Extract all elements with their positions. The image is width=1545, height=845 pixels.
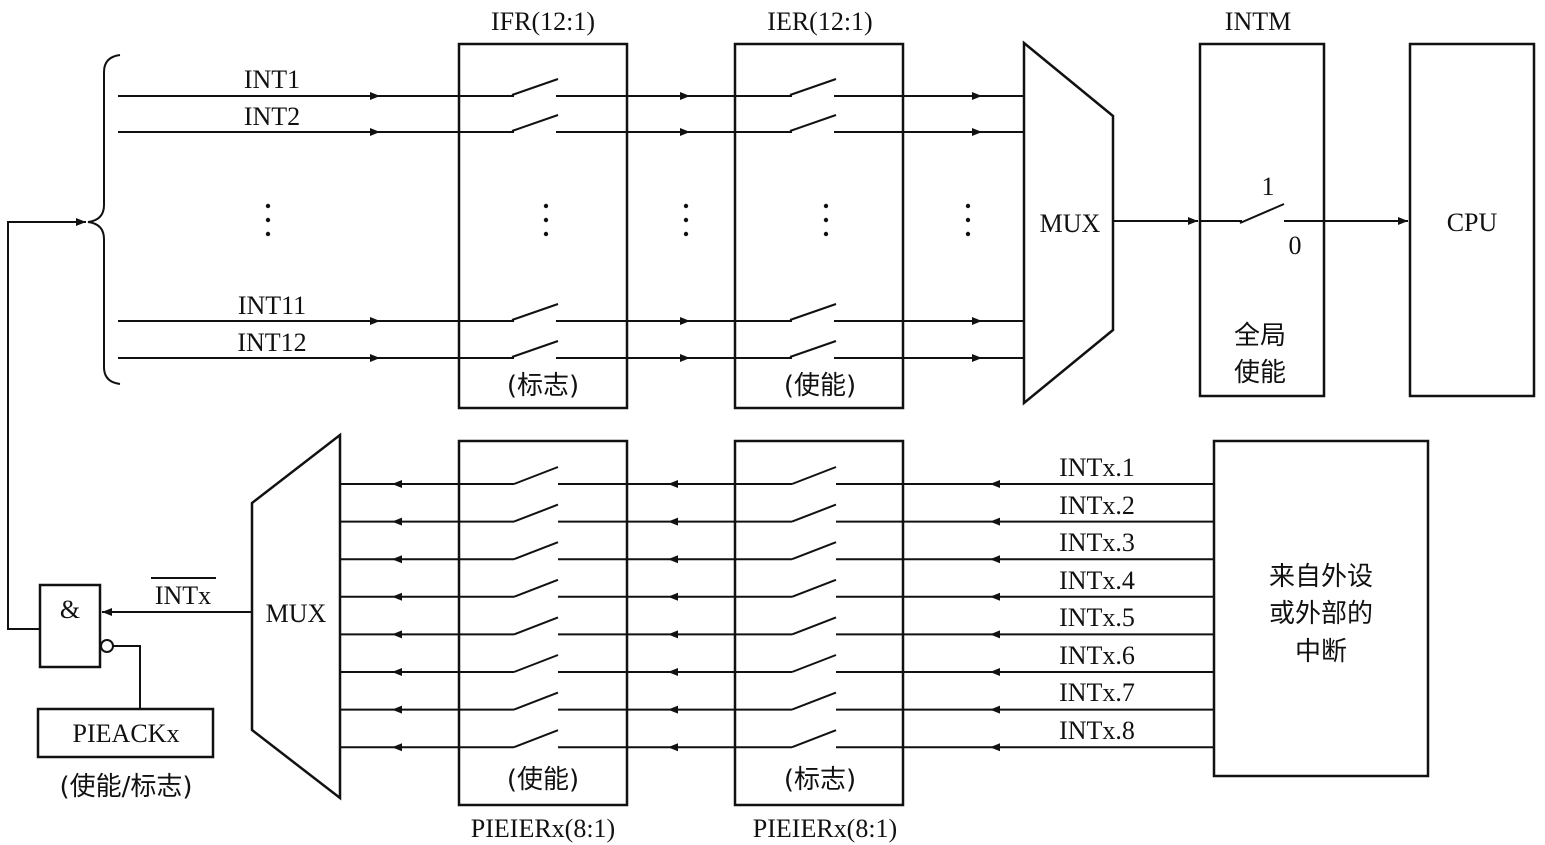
- bottom-mux-label: MUX: [266, 599, 327, 628]
- label-intx-5: INTx.5: [1059, 603, 1135, 632]
- dot-2-1: [543, 203, 549, 209]
- label-intx-1: INTx.1: [1059, 453, 1135, 482]
- bottom-row-6-flag-switch: [791, 654, 837, 673]
- ier-register: [733, 42, 905, 410]
- intm-title: INTM: [1225, 7, 1291, 36]
- label-int12: INT12: [237, 328, 306, 357]
- dot-4-2: [823, 217, 829, 223]
- bottom-mux: [250, 432, 342, 801]
- bottom-row-2-flag-switch: [791, 503, 837, 523]
- pie-enable-caption: (使能): [507, 765, 579, 795]
- intm-zero: 0: [1289, 231, 1302, 260]
- dot-2-3: [543, 231, 549, 237]
- source-line2: 或外部的: [1269, 599, 1373, 629]
- intx-bar-label: INTx: [155, 581, 211, 610]
- dot-1-3: [265, 231, 271, 237]
- input-brace: [87, 54, 121, 385]
- and-gate-label: &: [60, 595, 80, 624]
- pieack-box: [36, 707, 215, 759]
- label-int11: INT11: [238, 291, 306, 320]
- bottom-row-6-enable-switch: [513, 654, 559, 673]
- dot-4-3: [823, 231, 829, 237]
- top-section: INT1 INT2 INT11 INT12 IFR(12:1) (标志) IER…: [87, 7, 1536, 410]
- bottom-row-7-flag-switch: [791, 691, 837, 711]
- top-mux: [1022, 40, 1115, 406]
- label-intx-6: INTx.6: [1059, 641, 1135, 670]
- intm-one: 1: [1262, 172, 1275, 201]
- intm-caption-line2: 使能: [1234, 358, 1286, 388]
- ifr-caption: (标志): [507, 371, 579, 401]
- bottom-row-4-flag-switch: [791, 578, 837, 598]
- bottom-row-1-enable-switch: [513, 466, 559, 485]
- dot-3-2: [683, 217, 689, 223]
- bottom-section: 来自外设 或外部的 中断 INTx.1 INTx.2 INTx.3 INTx.4…: [7, 218, 1430, 843]
- pie-flag-register: [733, 439, 905, 807]
- label-intx-8: INTx.8: [1059, 716, 1135, 745]
- label-int2: INT2: [244, 102, 300, 131]
- ier-title: IER(12:1): [767, 7, 872, 36]
- top-row-3-ier-switch: [789, 303, 837, 321]
- dot-5-1: [965, 203, 971, 209]
- top-row-3-ifr-switch: [511, 303, 559, 321]
- ier-caption: (使能): [784, 371, 856, 401]
- bottom-row-5-flag-switch: [791, 616, 837, 636]
- dot-5-3: [965, 231, 971, 237]
- top-mux-label: MUX: [1040, 209, 1101, 238]
- top-row-2-ier-switch: [789, 114, 837, 132]
- pie-flag-title: PIEIERx(8:1): [753, 814, 897, 843]
- ifr-register: [457, 42, 629, 410]
- top-row-2-ifr-switch: [511, 114, 559, 132]
- dot-1-1: [265, 203, 271, 209]
- bottom-row-4-enable-switch: [513, 578, 559, 598]
- intm-caption-line1: 全局: [1234, 321, 1286, 351]
- ifr-title: IFR(12:1): [491, 7, 595, 36]
- pie-enable-title: PIEIERx(8:1): [471, 814, 615, 843]
- bottom-row-1-flag-switch: [791, 466, 837, 485]
- label-int1: INT1: [244, 65, 300, 94]
- dot-3-3: [683, 231, 689, 237]
- dot-1-2: [265, 217, 271, 223]
- bottom-row-7-enable-switch: [513, 691, 559, 711]
- pieack-to-and-line: [113, 645, 141, 709]
- dot-3-1: [683, 203, 689, 209]
- pieack-caption: (使能/标志): [59, 772, 192, 802]
- intx-labels: INTx.1 INTx.2 INTx.3 INTx.4 INTx.5 INTx.…: [1059, 453, 1135, 745]
- source-line3: 中断: [1295, 637, 1347, 667]
- bottom-row-3-enable-switch: [513, 541, 559, 561]
- label-intx-4: INTx.4: [1059, 566, 1135, 595]
- top-signal-lines: [118, 78, 1024, 362]
- cpu-box: [1408, 42, 1536, 398]
- bottom-row-3-flag-switch: [791, 541, 837, 561]
- dot-4-1: [823, 203, 829, 209]
- pie-enable-register: [457, 439, 629, 807]
- label-intx-2: INTx.2: [1059, 491, 1135, 520]
- bottom-signal-lines: [340, 466, 1214, 752]
- top-row-1-ifr-switch: [511, 78, 559, 96]
- bottom-row-8-enable-switch: [513, 729, 559, 749]
- dot-2-2: [543, 217, 549, 223]
- top-row-1-ier-switch: [789, 78, 837, 96]
- source-line1: 来自外设: [1269, 562, 1373, 592]
- bottom-row-8-flag-switch: [791, 729, 837, 749]
- bottom-row-5-enable-switch: [513, 616, 559, 636]
- top-row-4-ier-switch: [789, 340, 837, 358]
- and-gate: [38, 583, 102, 669]
- and-gate-inverter: [100, 639, 114, 653]
- bottom-row-2-enable-switch: [513, 503, 559, 523]
- dot-5-2: [965, 217, 971, 223]
- label-intx-3: INTx.3: [1059, 528, 1135, 557]
- interrupt-source-box: [1212, 439, 1430, 778]
- cpu-label: CPU: [1447, 208, 1498, 237]
- top-row-4-ifr-switch: [511, 340, 559, 358]
- label-intx-7: INTx.7: [1059, 678, 1135, 707]
- pieack-label: PIEACKx: [73, 719, 180, 748]
- ellipsis-dots: [265, 203, 971, 237]
- intm-switch-blade: [1239, 203, 1285, 224]
- pie-flag-caption: (标志): [784, 765, 856, 795]
- feedback-line: [7, 218, 86, 630]
